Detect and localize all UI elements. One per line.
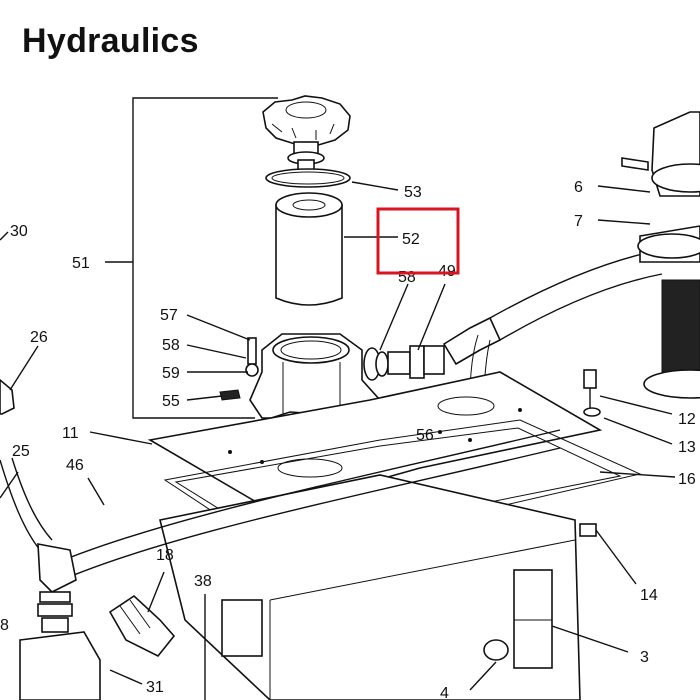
callout-46: 46 <box>66 457 84 474</box>
callout-57: 57 <box>160 307 178 324</box>
hose-fitting <box>363 283 502 381</box>
callout-56: 56 <box>416 427 434 444</box>
callout-38: 38 <box>194 573 212 590</box>
page-title: Hydraulics <box>22 22 199 60</box>
callout-16: 16 <box>678 471 696 488</box>
o-ring-53 <box>265 168 399 191</box>
fitting-18 <box>108 571 206 700</box>
callout-6: 6 <box>574 179 583 196</box>
callout-25: 25 <box>12 443 30 460</box>
callout-30: 30 <box>10 223 28 240</box>
hydraulic-hose-46 <box>39 429 561 587</box>
bolt-12 <box>583 369 673 445</box>
callout-13: 13 <box>678 439 696 456</box>
callout-26: 26 <box>30 329 48 346</box>
callout-55: 55 <box>162 393 180 410</box>
callout-7: 7 <box>574 213 583 230</box>
callout-12: 12 <box>678 411 696 428</box>
callout-18: 18 <box>156 547 174 564</box>
tank-body <box>159 474 581 700</box>
filter-cap <box>262 95 351 171</box>
callout-51: 51 <box>72 255 90 272</box>
callout-52: 52 <box>402 231 420 248</box>
highlight-box-52 <box>376 207 460 275</box>
callout-31: 31 <box>146 679 164 696</box>
assembly-bracket-51 <box>105 97 278 419</box>
filter-element-52 <box>275 192 398 306</box>
filter-housing <box>186 314 381 419</box>
callout-14: 14 <box>640 587 658 604</box>
callout-58: 58 <box>162 337 180 354</box>
callout-53: 53 <box>404 184 422 201</box>
left-fittings <box>0 231 101 700</box>
fitting-14 <box>579 523 637 585</box>
callout-11: 11 <box>62 425 79 442</box>
sight-gauge-leaders <box>469 625 629 691</box>
callout-3: 3 <box>640 649 649 666</box>
pump-motor <box>597 111 700 399</box>
callout-8: 8 <box>0 617 9 634</box>
callout-59: 59 <box>162 365 180 382</box>
callout-labels: 30 51 26 57 58 59 55 53 52 58 49 56 11 2… <box>0 179 696 700</box>
callout-4: 4 <box>440 685 449 700</box>
